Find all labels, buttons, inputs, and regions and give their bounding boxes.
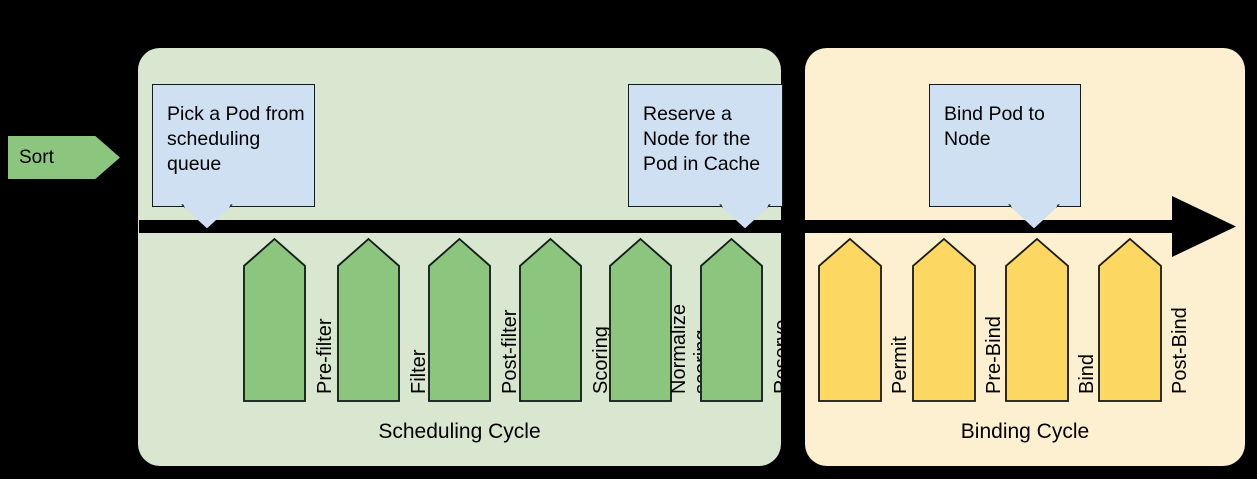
- stage-arrow-label: Post-Bind: [1168, 307, 1191, 394]
- stage-arrow-pre-bind[interactable]: Pre-Bind: [912, 237, 1005, 402]
- stage-arrow-shape: [912, 238, 976, 402]
- stage-arrow-post-filter[interactable]: Post-filter: [428, 237, 521, 402]
- stage-arrow-shape: [1098, 238, 1162, 402]
- stage-arrow-scoring[interactable]: Scoring: [519, 237, 612, 402]
- sort-stage-arrow[interactable]: Sort: [8, 136, 120, 179]
- stage-arrow-shape: [243, 238, 306, 402]
- callout-bind-pod-to-node: Bind Pod to Node: [929, 84, 1081, 229]
- stage-arrow-outline-icon: [1005, 237, 1069, 402]
- sort-label: Sort: [19, 147, 54, 168]
- stage-arrow-outline-icon: [337, 237, 400, 402]
- stage-arrow-shape: [1005, 238, 1069, 402]
- stage-arrow-pre-filter[interactable]: Pre-filter: [243, 237, 336, 402]
- stage-arrow-outline-icon: [1098, 237, 1162, 402]
- stage-arrow-shape: [700, 238, 763, 402]
- stage-arrow-shape: [337, 238, 400, 402]
- stage-arrow-bind[interactable]: Bind: [1005, 237, 1098, 402]
- timeline-bar: [139, 220, 1205, 233]
- stage-arrow-outline-icon: [818, 237, 882, 402]
- callout-pick-a-pod: Pick a Pod from scheduling queue: [152, 84, 315, 229]
- stage-arrow-post-bind[interactable]: Post-Bind: [1098, 237, 1191, 402]
- stage-arrow-outline-icon: [428, 237, 491, 402]
- stage-arrow-filter[interactable]: Filter: [337, 237, 430, 402]
- binding-cycle-caption: Binding Cycle: [960, 420, 1090, 443]
- stage-arrow-reserve[interactable]: Reserve: [700, 237, 793, 402]
- callout-text: Reserve a Node for the Pod in Cache: [643, 103, 761, 175]
- callout-reserve-node: Reserve a Node for the Pod in Cache: [628, 84, 783, 229]
- stage-arrow-shape: [519, 238, 582, 402]
- stage-arrow-shape: [818, 238, 882, 402]
- stage-arrow-normalize-scoring[interactable]: Normalize scoring: [609, 237, 713, 402]
- callout-text: Pick a Pod from scheduling queue: [167, 103, 305, 175]
- stage-arrow-shape: [609, 238, 672, 402]
- scheduling-cycle-caption: Scheduling Cycle: [378, 420, 541, 443]
- stage-arrow-outline-icon: [609, 237, 672, 402]
- callout-text: Bind Pod to Node: [944, 103, 1045, 150]
- stage-arrow-outline-icon: [243, 237, 306, 402]
- stage-arrow-outline-icon: [519, 237, 582, 402]
- stage-arrow-permit[interactable]: Permit: [818, 237, 911, 402]
- stage-arrow-outline-icon: [912, 237, 976, 402]
- stage-arrow-outline-icon: [700, 237, 763, 402]
- stage-arrow-shape: [428, 238, 491, 402]
